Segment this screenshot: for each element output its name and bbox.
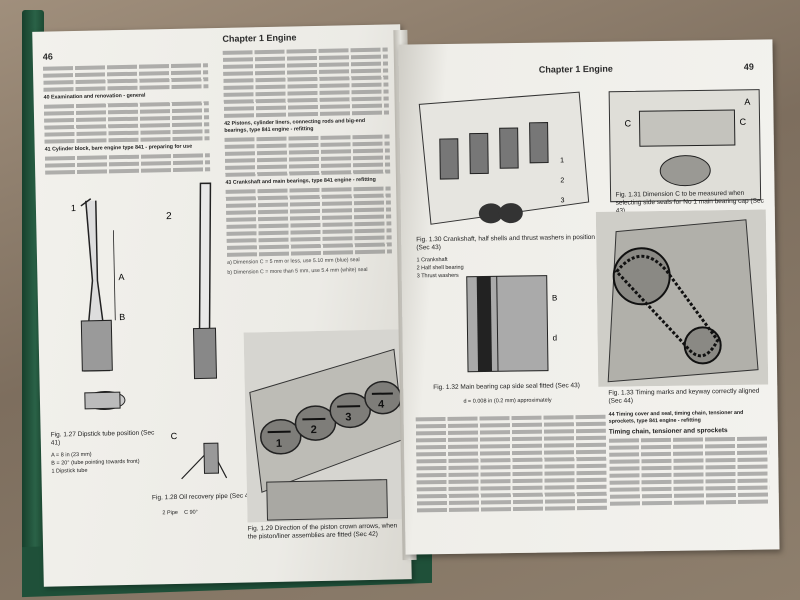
piston-number-2: 2 (311, 424, 317, 436)
right-page-header: Chapter 1 Engine (538, 63, 613, 75)
dimension-text-a: a) Dimension C = 5 mm or less, use 5.10 … (227, 257, 360, 266)
fig-1-28-caption: Fig. 1.28 Oil recovery pipe (Sec 41) (151, 492, 255, 502)
left-column-text: 40 Examination and renovation - general … (42, 60, 211, 177)
dimension-text-b: b) Dimension C = more than 5 mm, use 5.4… (227, 266, 368, 276)
section-42-heading: 42 Pistons, cylinder liners, connecting … (224, 117, 366, 134)
label-b-right: B (552, 293, 557, 302)
fig-1-29-caption: Fig. 1.29 Direction of the piston crown … (247, 522, 398, 541)
timing-subheading: Timing chain, tensioner and sprockets (608, 427, 728, 436)
label-c: C (171, 431, 178, 441)
right-column-text: 42 Pistons, cylinder liners, connecting … (222, 44, 393, 279)
oil-recovery-pipe-diagram: 2 C (166, 182, 228, 480)
label-b: B (119, 312, 125, 322)
piston-number-4: 4 (378, 399, 385, 411)
label-c-right: C (739, 117, 746, 127)
legend-1: 1 Dipstick tube (51, 467, 88, 475)
left-page-number: 46 (42, 51, 53, 62)
right-right-column-text: 44 Timing cover and seal, timing chain, … (609, 410, 770, 509)
fig-1-30-caption: Fig. 1.30 Crankshaft, half shells and th… (416, 233, 596, 252)
piston-number-1: 1 (276, 438, 282, 450)
fig-1-27-legend: A = 8 in (23 mm) B = 20° (tube pointing … (51, 449, 161, 475)
piston-number-3: 3 (345, 411, 351, 423)
crankshaft-diagram: 1 2 3 (418, 91, 590, 225)
crank-label-2: 2 (560, 177, 564, 184)
dimension-c-diagram: C C A (608, 89, 762, 203)
left-page: Chapter 1 Engine 46 40 Examination and r… (32, 24, 412, 587)
label-1: 1 (71, 203, 76, 213)
timing-chain-diagram (595, 209, 769, 387)
legend-pipe: 2 Pipe (162, 509, 179, 517)
right-page: Chapter 1 Engine 49 1 2 3 Fig. 1.30 Cran… (398, 39, 780, 555)
right-page-number: 49 (743, 61, 754, 72)
dipstick-tube-diagram: A B 1 (71, 198, 126, 410)
right-left-column-text (415, 412, 607, 516)
label-c-left: C (625, 118, 632, 128)
side-seal-diagram: d B (466, 275, 558, 373)
section-40-heading: 40 Examination and renovation - general (43, 92, 146, 101)
label-a-right: A (744, 97, 750, 107)
piston-liner-diagram: 1 2 3 4 (243, 329, 408, 523)
legend-angle: C 90° (184, 509, 198, 516)
section-41-heading: 41 Cylinder block, bare engine type 841 … (44, 143, 193, 153)
label-d: d (553, 333, 558, 342)
section-43-heading: 43 Crankshaft and main bearings, type 84… (225, 176, 376, 186)
crank-label-3: 3 (561, 197, 565, 204)
crank-label-1: 1 (560, 157, 564, 164)
fig-1-27-caption: Fig. 1.27 Dipstick tube position (Sec 41… (50, 429, 155, 447)
label-a: A (118, 272, 124, 282)
left-page-header: Chapter 1 Engine (222, 32, 297, 44)
section-44-heading: 44 Timing cover and seal, timing chain, … (608, 409, 744, 425)
fig-1-33-caption: Fig. 1.33 Timing marks and keyway correc… (608, 387, 760, 405)
fig-1-32-caption: Fig. 1.32 Main bearing cap side seal fit… (433, 382, 580, 392)
label-2: 2 (166, 211, 172, 222)
